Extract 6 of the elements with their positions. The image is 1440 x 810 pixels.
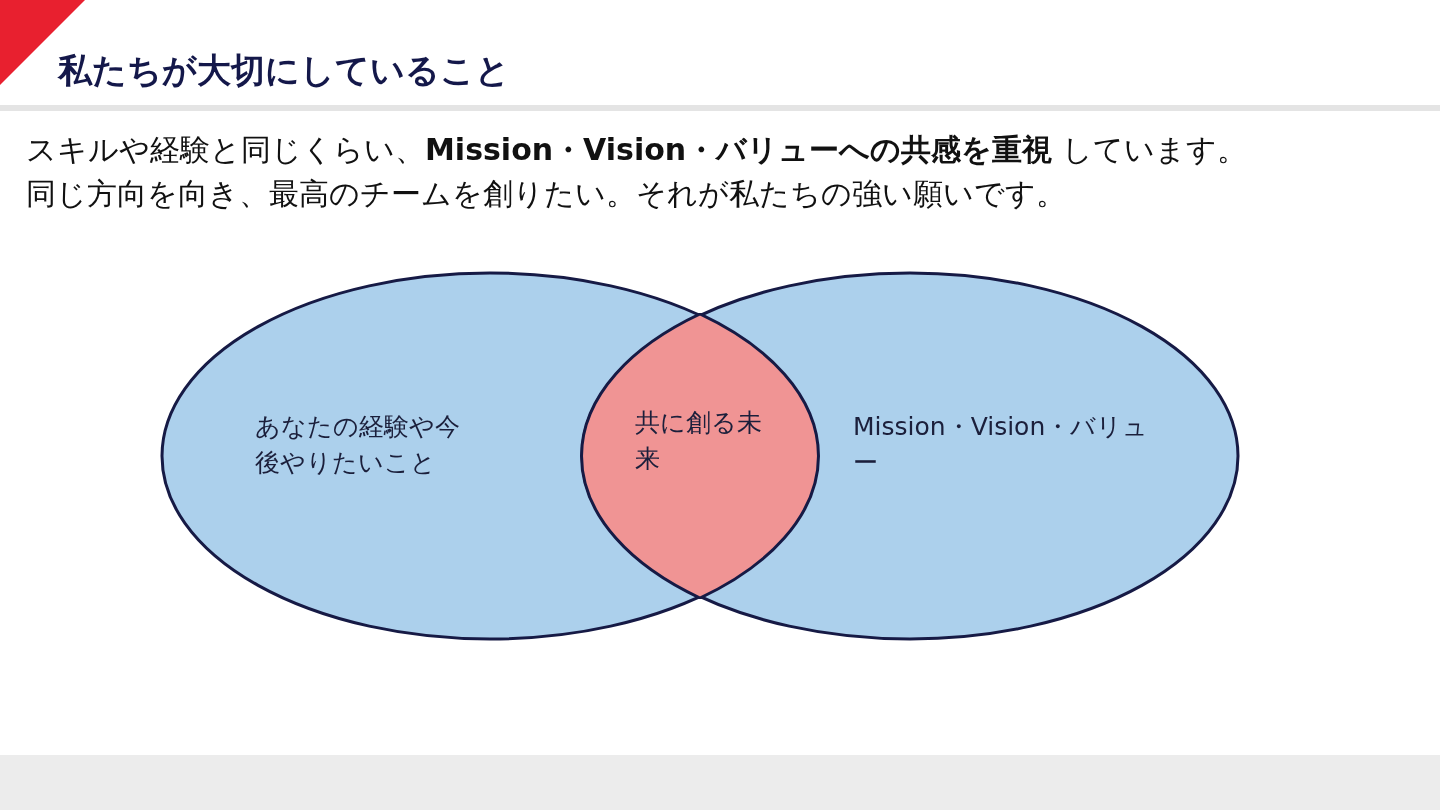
intro-text: 同じ方向を向き、最高のチームを創りたい。それが私たちの強い願いです。 — [26, 175, 1066, 213]
intro-text: スキルや経験と同じくらい、Mission・Vision・バリューへの共感を重視 しています。 — [26, 131, 1247, 169]
page-title: 私たちが大切にしていること — [58, 49, 510, 92]
venn-label: あなたの経験や今後やりたいこと — [255, 411, 461, 479]
venn-label: Mission・Vision・バリュー — [853, 411, 1150, 479]
venn-label: 共に創る未来 — [635, 407, 763, 475]
